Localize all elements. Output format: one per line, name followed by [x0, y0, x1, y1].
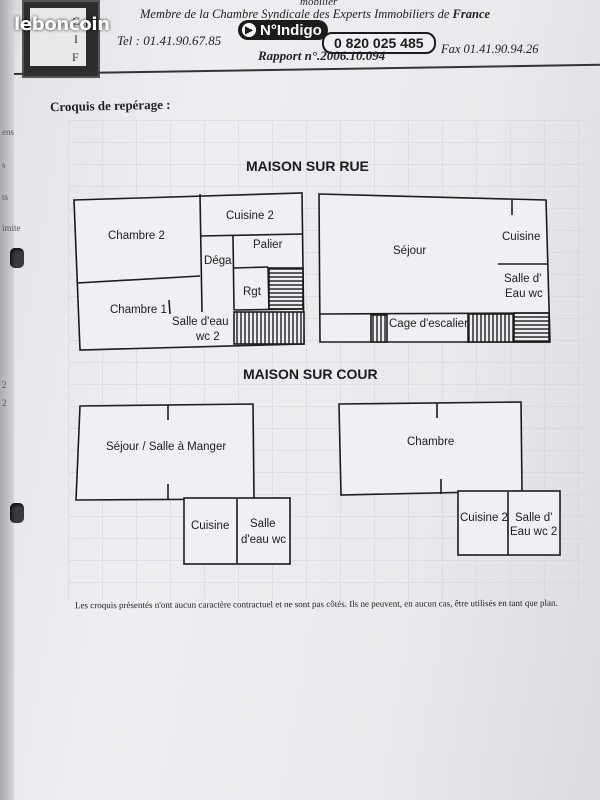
membership-country: France	[452, 7, 491, 21]
room-salle-eau-wc-line2: d'eau wc	[241, 534, 286, 546]
header-fax: Fax 01.41.90.94.26	[441, 42, 539, 56]
indigo-number: 0 820 025 485	[322, 32, 436, 54]
room-salle-eau-line2: Eau wc	[505, 288, 543, 300]
header-tel: Tel : 01.41.90.67.85	[117, 33, 222, 48]
plan-rue-left	[73, 192, 305, 351]
room-salle-eau-wc-line1: Salle	[250, 518, 276, 530]
room-chambre-2: Chambre 2	[108, 230, 165, 242]
page-binding-shadow	[0, 0, 14, 800]
room-rgt: Rgt	[243, 286, 262, 298]
edge-mark: s	[2, 160, 6, 170]
company-logo: C I F	[22, 0, 100, 78]
edge-mark: ts	[2, 192, 9, 202]
edge-mark: 2	[2, 380, 7, 390]
binder-hole-bottom	[10, 503, 24, 523]
edge-mark: imite	[2, 223, 21, 233]
room-salle-eau-wc2-line1: Salle d'eau	[172, 316, 229, 328]
room-cuisine: Cuisine	[502, 231, 540, 243]
plan-title-cour: MAISON SUR COUR	[243, 366, 378, 382]
edge-mark: 2	[2, 398, 7, 408]
binder-hole-top	[10, 248, 24, 268]
room-dega: Déga	[204, 255, 232, 267]
watermark-logo: leboncoin	[14, 14, 110, 35]
room-sejour: Séjour	[393, 245, 426, 257]
indigo-label: N°Indigo	[260, 21, 322, 39]
room-salle-eau-wc2-cour-line1: Salle d'	[515, 512, 552, 524]
header-membership: Membre de la Chambre Syndicale des Exper…	[140, 7, 490, 22]
room-palier: Palier	[253, 239, 283, 251]
room-salle-eau-wc2-line2: wc 2	[195, 331, 220, 343]
header-partial-line: mobilier	[300, 0, 338, 8]
logo-letter: C	[72, 14, 81, 28]
membership-text: Membre de la Chambre Syndicale des Exper…	[140, 7, 450, 21]
plan-cour-right	[338, 401, 561, 556]
arrow-icon: ▶	[242, 23, 256, 37]
plan-title-rue: MAISON SUR RUE	[246, 158, 369, 174]
room-cuisine-cour: Cuisine	[191, 520, 229, 532]
logo-letter: I	[74, 32, 78, 46]
room-chambre-cour: Chambre	[407, 436, 454, 448]
plan-rue-right	[318, 193, 551, 343]
indigo-badge: ▶ N°Indigo	[238, 20, 328, 40]
plan-cour-left	[75, 403, 291, 565]
room-cuisine-2: Cuisine 2	[226, 210, 274, 222]
room-chambre-1: Chambre 1	[110, 304, 167, 316]
room-cage-escalier: Cage d'escalier	[389, 318, 468, 330]
header-rapport: Rapport n°.2006.10.094	[258, 48, 386, 63]
logo-letter: F	[72, 50, 79, 64]
edge-mark: ens	[2, 127, 14, 137]
room-salle-eau-line1: Salle d'	[504, 273, 541, 285]
room-cuisine-2-cour: Cuisine 2	[460, 512, 508, 524]
room-sejour-salle-a-manger: Séjour / Salle à Manger	[106, 441, 226, 453]
room-salle-eau-wc2-cour-line2: Eau wc 2	[510, 526, 557, 538]
